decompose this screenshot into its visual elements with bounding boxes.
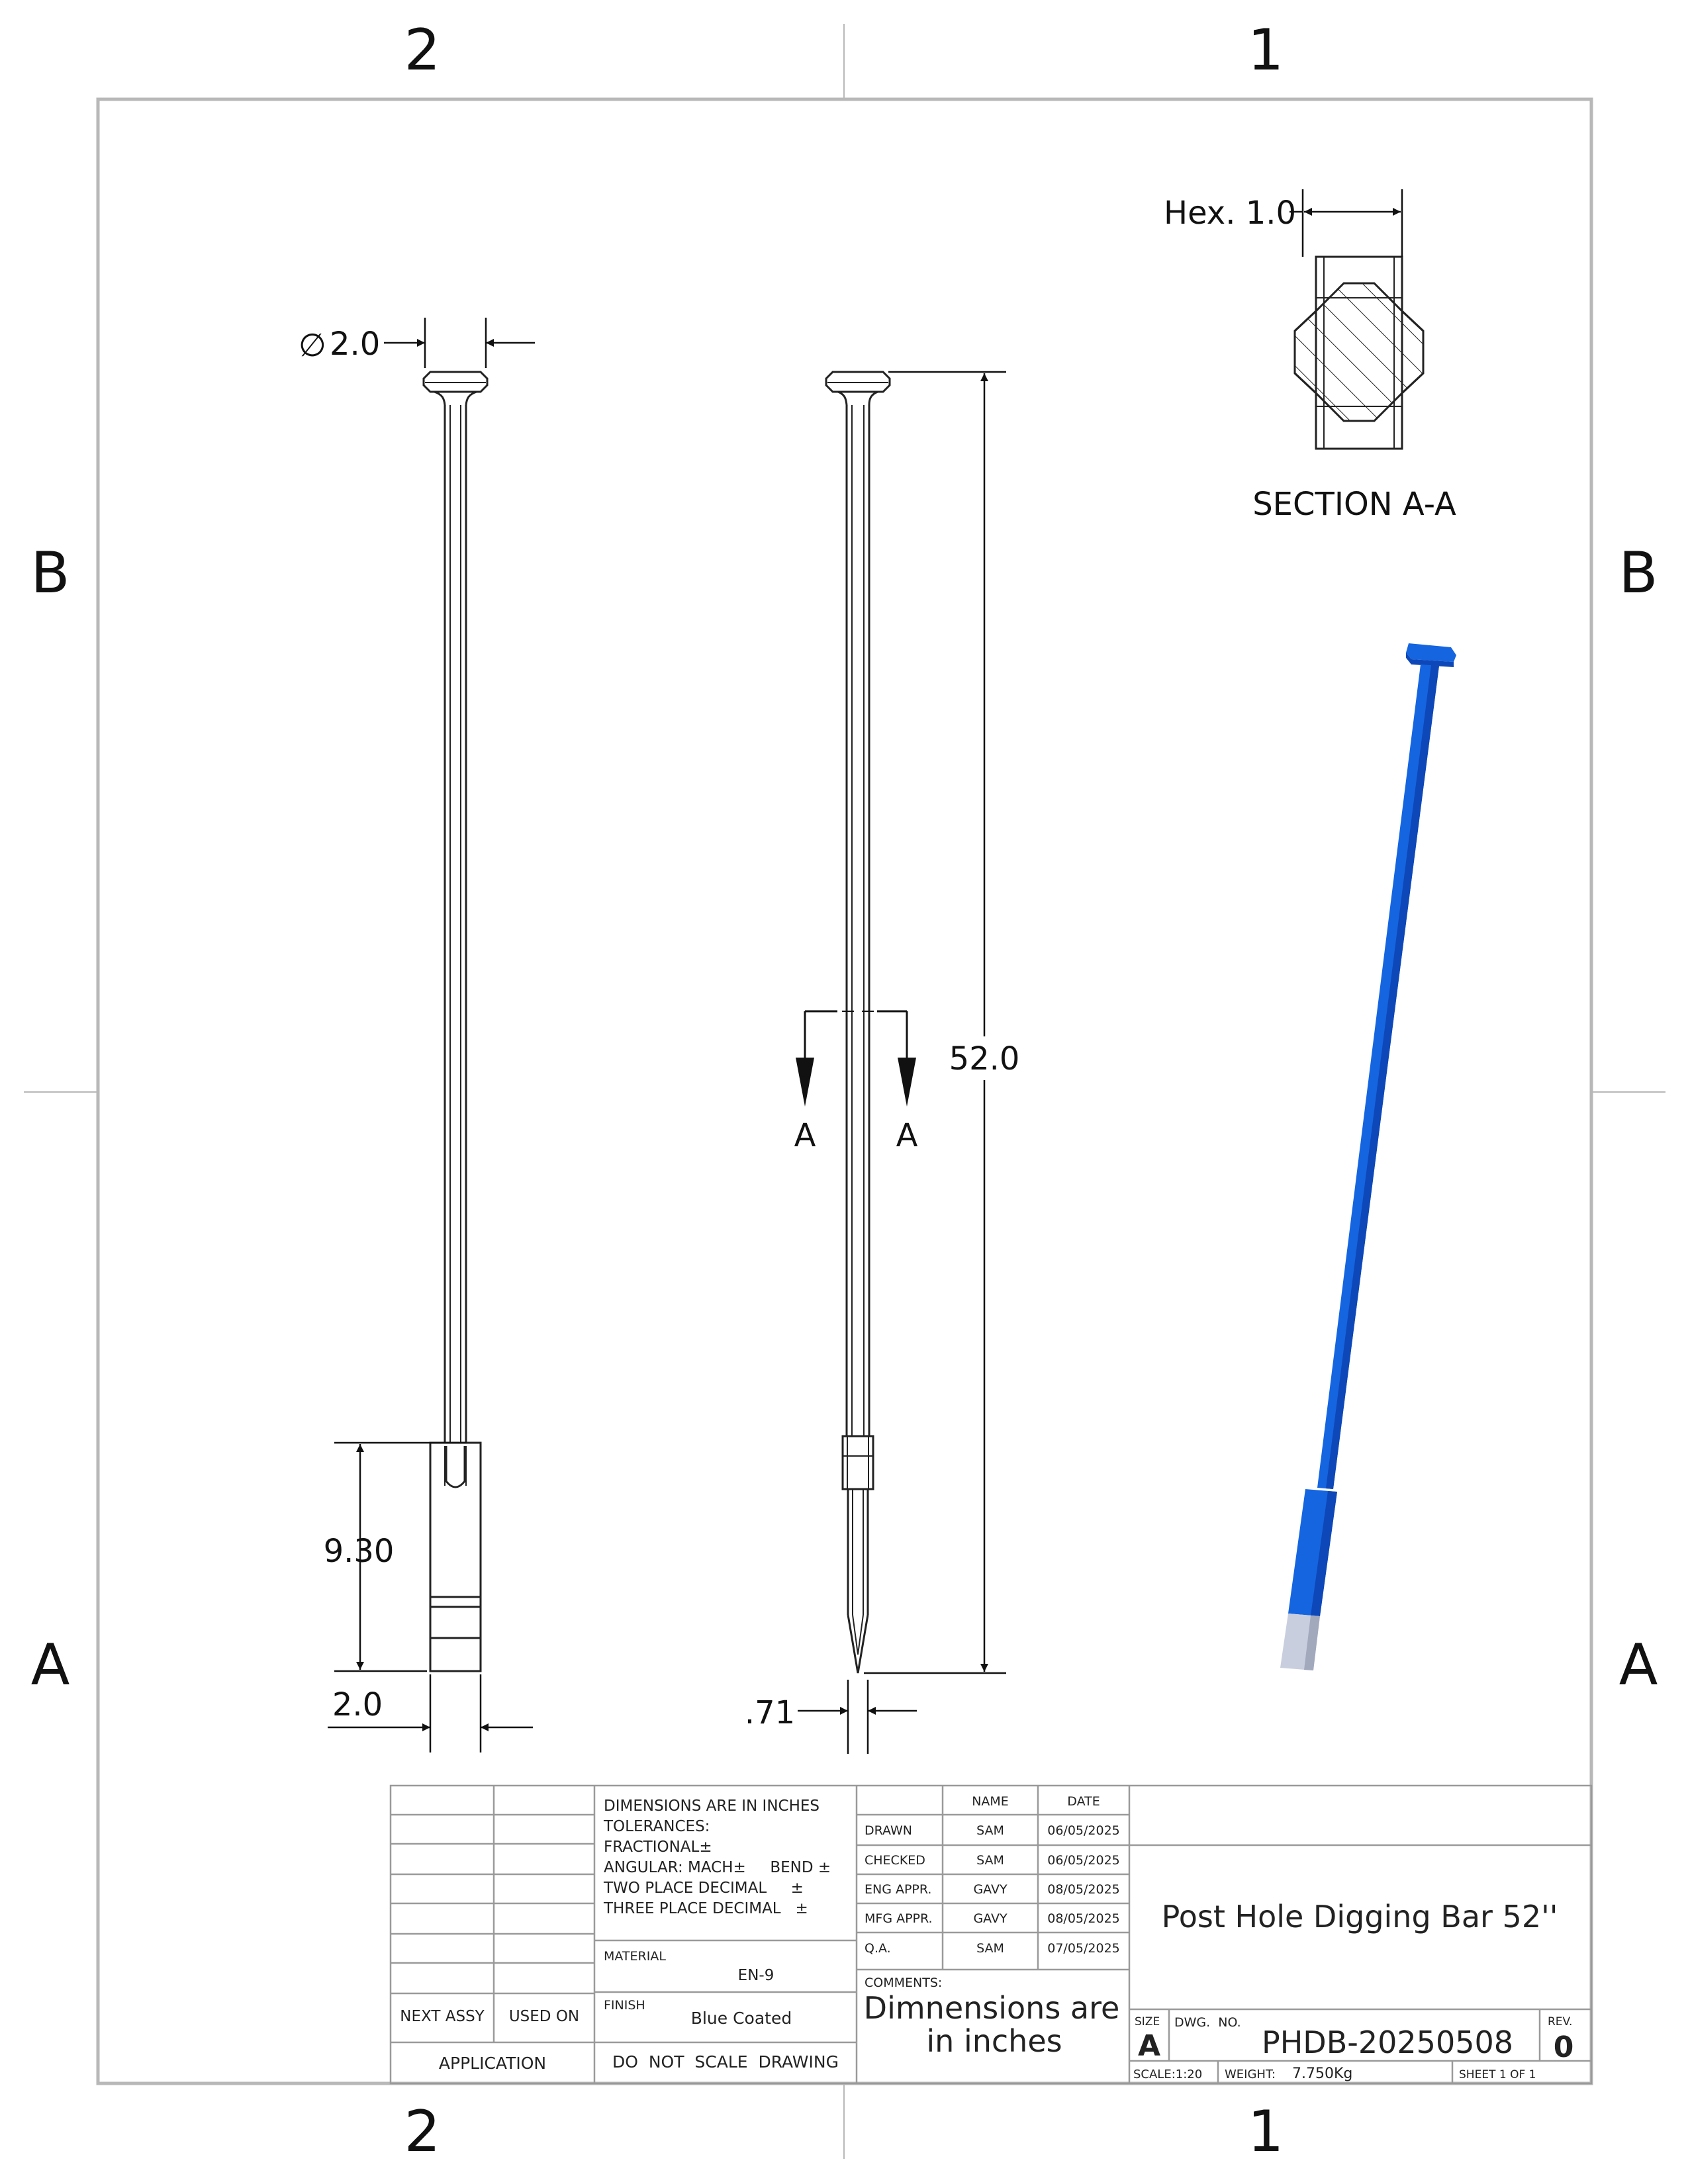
finish-value: Blue Coated [691,2009,792,2028]
dwg-no: PHDB-20250508 [1262,2025,1513,2060]
material-value: EN-9 [738,1967,774,1984]
approval-name: SAM [976,1941,1004,1956]
approval-role: ENG APPR. [865,1882,931,1897]
zone-top-2: 2 [404,17,441,83]
approval-date: 08/05/2025 [1047,1911,1120,1926]
front-width-label: 2.0 [332,1686,383,1723]
front-socket-slot [445,1446,466,1488]
dim-52-background [940,1036,1029,1080]
side-tip-label: .71 [745,1694,795,1731]
isometric-view [1280,643,1456,1670]
side-tip-point [847,1614,869,1674]
size-label: SIZE [1135,2015,1160,2028]
side-view [825,371,891,1674]
front-handle-neck [434,390,477,406]
comments-label: COMMENTS: [865,1976,942,1990]
section-cutting-plane [804,1010,908,1100]
front-dia-label: 2.0 [330,326,380,363]
front-dimensions [328,318,535,1752]
approval-name: GAVY [973,1882,1008,1897]
sheet-label: SHEET 1 OF 1 [1459,2068,1536,2081]
used-on-label: USED ON [509,2008,579,2025]
approval-role: CHECKED [865,1853,925,1868]
rev-label: REV. [1548,2015,1572,2028]
comments-line-2: in inches [926,2023,1062,2059]
comments-line-1: Dimnensions are [864,1990,1120,2026]
zone-right-b: B [1619,540,1658,606]
application-label: APPLICATION [439,2054,546,2073]
tolerance-block: DIMENSIONS ARE IN INCHES TOLERANCES: FRA… [603,1797,831,1917]
material-label: MATERIAL [604,1949,666,1964]
tol-line-2: TOLERANCES: [603,1818,710,1835]
front-view [422,371,489,1672]
weight-label: WEIGHT: [1225,2068,1276,2081]
front-socket [429,1441,482,1672]
tol-line-1: DIMENSIONS ARE IN INCHES [604,1797,820,1815]
approvals-header-date: DATE [1067,1794,1100,1809]
tol-line-4: ANGULAR: MACH± BEND ± [604,1859,831,1876]
section-view [1293,255,1425,450]
zone-left-b: B [31,540,70,606]
diameter-symbol: ∅ [299,327,326,364]
section-hex-outline [1293,282,1425,422]
approval-name: SAM [976,1823,1004,1838]
approval-date: 06/05/2025 [1047,1853,1120,1868]
section-mark-left: A [794,1117,816,1154]
approval-role: MFG APPR. [865,1911,933,1926]
title-block [389,1784,1593,2085]
approval-role: DRAWN [865,1823,912,1838]
tol-line-3: FRACTIONAL± [604,1839,712,1856]
zone-bottom-1: 1 [1248,2099,1284,2165]
side-handle-neck [837,390,878,406]
side-length-label: 52.0 [949,1040,1020,1077]
tol-line-5: TWO PLACE DECIMAL ± [603,1880,804,1897]
weight-value: 7.750Kg [1292,2066,1352,2082]
approval-name: GAVY [973,1911,1008,1926]
size-value: A [1138,2029,1160,2063]
section-mark-right: A [896,1117,918,1154]
zone-right-a: A [1619,1632,1658,1698]
rev-value: 0 [1554,2030,1574,2064]
dont-scale-note: DO NOT SCALE DRAWING [612,2052,839,2071]
zone-labels: 2 1 2 1 B A B A [31,17,1658,2165]
approval-date: 07/05/2025 [1047,1941,1120,1956]
approval-date: 06/05/2025 [1047,1823,1120,1838]
zone-bottom-2: 2 [404,2099,441,2165]
section-arrow-right [898,1058,916,1107]
section-hex-label: Hex. 1.0 [1164,195,1296,232]
approvals-table: DRAWN SAM 06/05/2025 CHECKED SAM 06/05/2… [865,1823,1120,1956]
front-length-label: 9.30 [324,1533,395,1570]
dwg-no-label: DWG. NO. [1174,2015,1241,2030]
section-arrow-left [796,1058,814,1107]
approval-role: Q.A. [865,1941,891,1956]
drawing-title: Post Hole Digging Bar 52'' [1162,1899,1558,1934]
finish-label: FINISH [604,1998,645,2013]
approval-date: 08/05/2025 [1047,1882,1120,1897]
section-dimensions [1289,189,1403,257]
approval-name: SAM [976,1853,1004,1868]
zone-left-a: A [31,1632,70,1698]
tol-line-6: THREE PLACE DECIMAL ± [603,1900,808,1917]
approvals-header-name: NAME [972,1794,1009,1809]
iso-handle-cap [1406,643,1456,662]
side-dimensions [798,371,1006,1754]
scale-label: SCALE:1:20 [1133,2068,1202,2081]
next-assy-label: NEXT ASSY [400,2008,485,2025]
section-title: SECTION A-A [1252,486,1456,523]
zone-top-1: 1 [1248,17,1284,83]
